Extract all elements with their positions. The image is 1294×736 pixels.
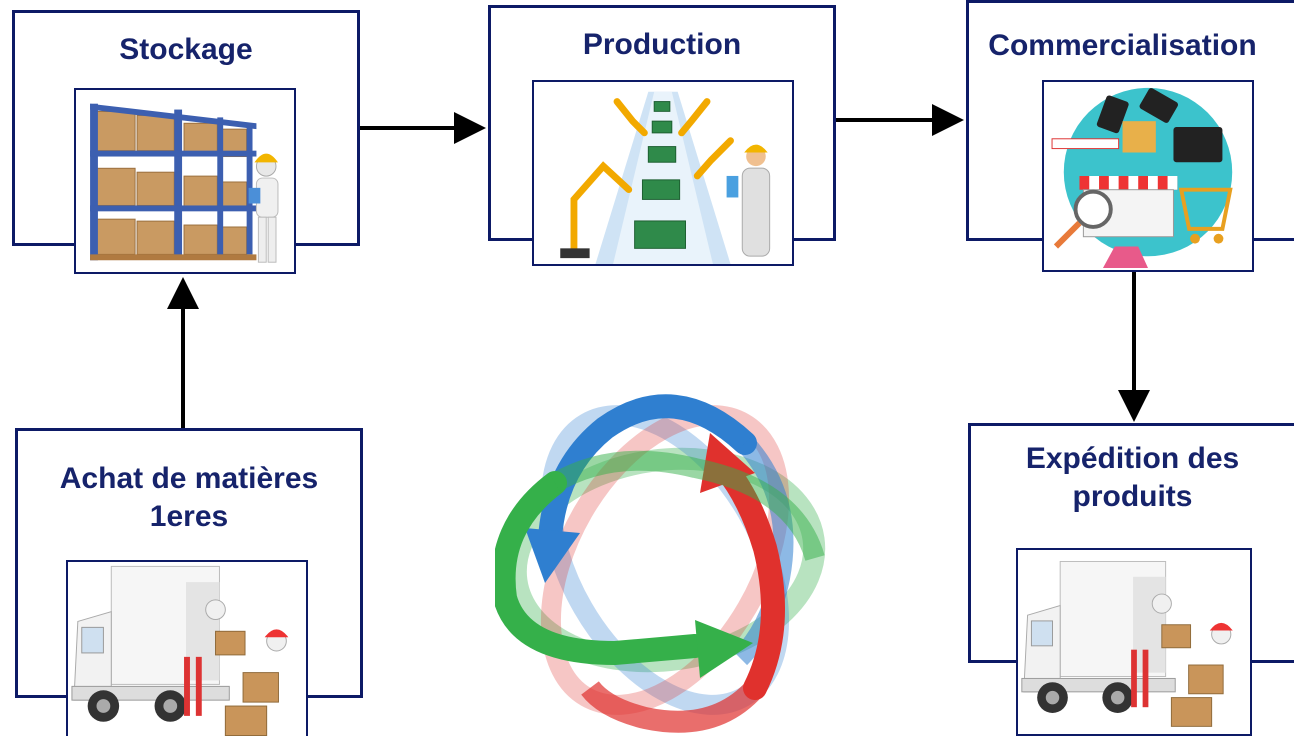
delivery-truck-image — [66, 560, 308, 736]
delivery-truck-image — [1016, 548, 1252, 736]
node-title: Stockage — [119, 33, 253, 66]
node-title: Production — [582, 28, 742, 61]
node-title: Expédition des produits — [1025, 442, 1240, 513]
cycle-arrows-icon — [495, 394, 826, 733]
node-title: Commercialisation — [988, 29, 1257, 62]
warehouse-shelves-image — [74, 88, 296, 274]
robotic-assembly-line-image — [532, 80, 794, 266]
node-title: Achat de matières 1eres — [59, 462, 319, 533]
online-shop-image — [1042, 80, 1254, 272]
